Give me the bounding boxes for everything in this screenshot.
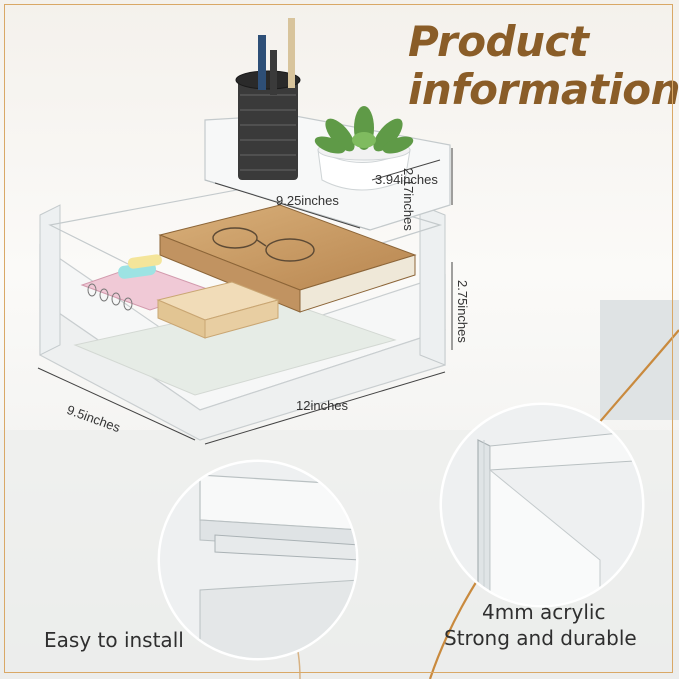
top-width-label: 9.25inches xyxy=(276,193,339,208)
page-title: Product information xyxy=(408,17,679,114)
top-depth-label: 3.94inches xyxy=(375,172,438,187)
succulent-plant xyxy=(314,106,414,191)
title-line-2: information xyxy=(408,65,679,114)
title-line-1: Product xyxy=(408,17,589,66)
pencil xyxy=(288,18,295,88)
acrylic-caption-line-1: 4mm acrylic xyxy=(482,600,606,624)
top-height-label: 2.17inches xyxy=(401,168,416,231)
acrylic-caption-line-2: Strong and durable xyxy=(444,626,637,650)
book-pages xyxy=(299,254,416,313)
highlighter-yellow xyxy=(127,254,162,269)
install-caption: Easy to install xyxy=(44,628,184,652)
pen xyxy=(258,35,266,90)
right-side-panel xyxy=(419,204,446,366)
left-side-panel xyxy=(39,204,61,356)
background-window xyxy=(600,300,679,420)
acrylic-organizer xyxy=(39,18,451,441)
marker xyxy=(270,50,277,95)
tray-height-label: 2.75inches xyxy=(455,280,470,343)
width-label: 12inches xyxy=(296,398,349,413)
pen-holder xyxy=(235,18,301,180)
glasses xyxy=(212,227,315,262)
notebook-rings xyxy=(87,283,133,311)
dimension-lines xyxy=(37,148,453,445)
